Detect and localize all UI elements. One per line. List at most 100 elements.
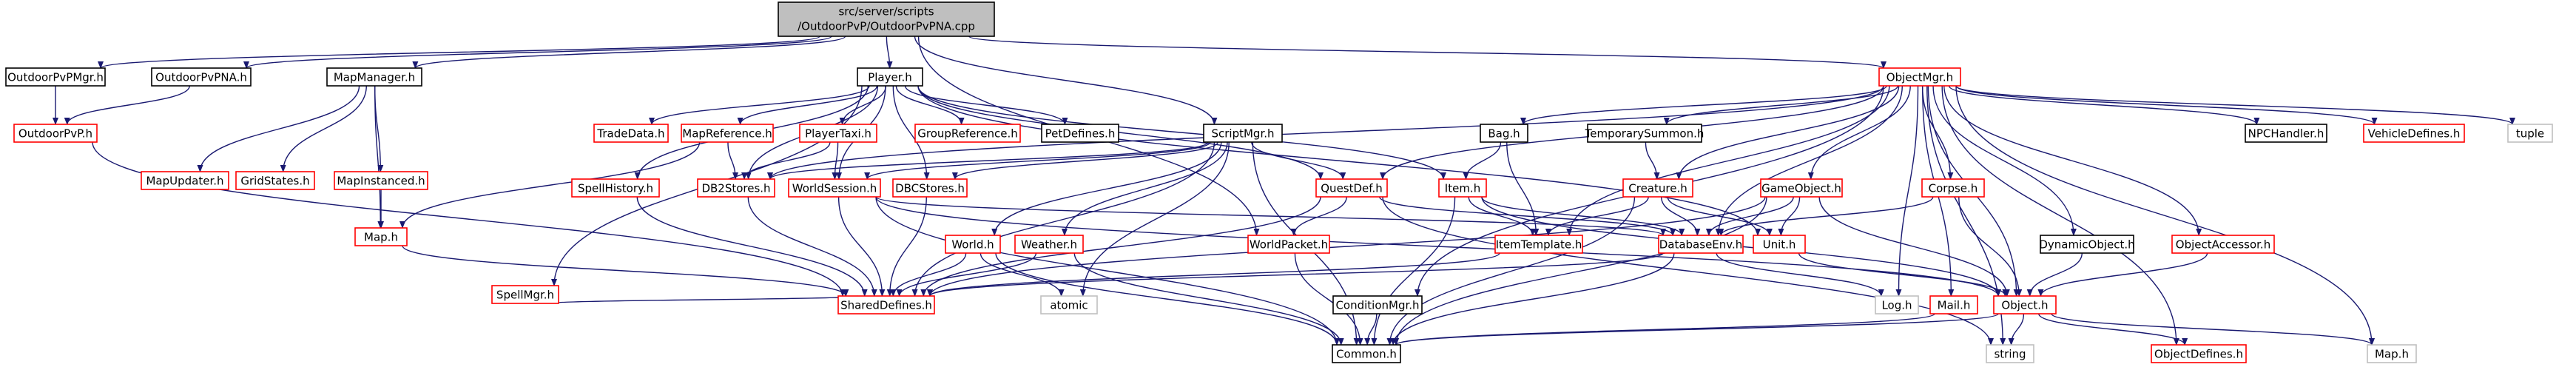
edge-objectmgr_h-to-dynamicobject_h — [1932, 85, 2077, 236]
edge-scriptmgr_h-to-questdef_h — [1251, 141, 1346, 180]
node-label: SharedDefines.h — [840, 299, 932, 312]
node-temporarysummon-h[interactable]: TemporarySummon.h — [1585, 124, 1705, 143]
node-label: NPCHandler.h — [2248, 127, 2324, 141]
node-root[interactable]: src/server/scripts/OutdoorPvP/OutdoorPvP… — [778, 1, 995, 37]
node-label: MapManager.h — [334, 71, 415, 84]
node-mapmanager-h[interactable]: MapManager.h — [326, 67, 422, 87]
node-worldsession-h[interactable]: WorldSession.h — [788, 178, 881, 198]
edge-databaseenv_h-to-common_h — [1390, 252, 1675, 346]
edge-corpse_h-to-databaseenv_h — [1718, 196, 1934, 236]
node-worldpacket-h[interactable]: WorldPacket.h — [1247, 235, 1330, 254]
node-map-h[interactable]: Map.h — [354, 227, 408, 246]
edge-outdoorpvp_h-to-shareddefines_h — [92, 141, 846, 297]
node-item-h[interactable]: Item.h — [1438, 178, 1487, 198]
node-objectdefines-h[interactable]: ObjectDefines.h — [2151, 344, 2247, 363]
node-label: atomic — [1050, 299, 1088, 312]
edge-questdef_h-to-string — [1382, 196, 1994, 346]
node-groupreference-h[interactable]: GroupReference.h — [914, 124, 1021, 143]
node-label: TemporarySummon.h — [1585, 127, 1705, 141]
node-label: tuple — [2516, 127, 2544, 141]
node-outdoorpvpmgr-h[interactable]: OutdoorPvPMgr.h — [5, 67, 106, 87]
node-spellhistory-h[interactable]: SpellHistory.h — [571, 178, 660, 198]
node-creature-h[interactable]: Creature.h — [1622, 178, 1693, 198]
edge-scriptmgr_h-to-worldsession_h — [864, 141, 1211, 180]
node-outdoorpvpna-h[interactable]: OutdoorPvPNA.h — [151, 67, 252, 87]
node-label: DynamicObject.h — [2039, 238, 2134, 252]
node-shareddefines-h[interactable]: SharedDefines.h — [837, 295, 935, 314]
node-npchandler-h[interactable]: NPCHandler.h — [2245, 124, 2327, 143]
node-bag-h[interactable]: Bag.h — [1480, 124, 1528, 143]
edge-player_h-to-unit_h — [917, 85, 1761, 236]
edge-creature_h-to-itemtemplate_h — [1545, 196, 1649, 236]
node-corpse-h[interactable]: Corpse.h — [1921, 178, 1985, 198]
edge-world_h-to-common_h — [995, 252, 1340, 346]
node-label: DatabaseEnv.h — [1659, 238, 1743, 252]
edge-objectmgr_h-to-creature_h — [1676, 85, 1900, 180]
edge-object_h-to-string — [2008, 313, 2025, 346]
node-playertaxi-h[interactable]: PlayerTaxi.h — [799, 124, 877, 143]
node-label: Item.h — [1445, 182, 1480, 195]
node-unit-h[interactable]: Unit.h — [1753, 235, 1806, 254]
edge-mapmanager_h-to-mapupdater_h — [197, 85, 360, 172]
root-label-line: src/server/scripts — [838, 5, 934, 18]
node-outdoorpvp-h[interactable]: OutdoorPvP.h — [13, 124, 98, 143]
edge-mapmanager_h-to-gridstates_h — [280, 85, 367, 172]
node-questdef-h[interactable]: QuestDef.h — [1315, 178, 1388, 198]
edge-worldsession_h-to-common_h — [875, 196, 1340, 346]
node-conditionmgr-h[interactable]: ConditionMgr.h — [1332, 295, 1423, 314]
node-label: Log.h — [1881, 299, 1912, 312]
node-player-h[interactable]: Player.h — [857, 67, 923, 87]
edge-objectmgr_h-to-temporarysummon_h — [1663, 85, 1898, 125]
edge-mapreference_h-to-db2stores_h — [727, 141, 739, 180]
node-common-h[interactable]: Common.h — [1332, 344, 1401, 363]
edge-player_h-to-groupreference_h — [895, 85, 965, 125]
node-mapinstanced-h[interactable]: MapInstanced.h — [334, 171, 428, 190]
node-world-h[interactable]: World.h — [945, 235, 1001, 254]
edge-objectmgr_h-to-corpse_h — [1921, 85, 1954, 180]
node-spellmgr-h[interactable]: SpellMgr.h — [491, 285, 559, 304]
node-gameobject-h[interactable]: GameObject.h — [1760, 178, 1843, 198]
node-objectmgr-h[interactable]: ObjectMgr.h — [1878, 67, 1961, 87]
edge-scriptmgr_h-to-weather_h — [1061, 141, 1228, 236]
node-objectaccessor-h[interactable]: ObjectAccessor.h — [2171, 235, 2275, 254]
node-label: PlayerTaxi.h — [805, 127, 871, 141]
node-itemtemplate-h[interactable]: ItemTemplate.h — [1494, 235, 1583, 254]
node-label: Map.h — [364, 231, 398, 244]
edge-worldsession_h-to-object_h — [875, 196, 2001, 297]
node-databaseenv-h[interactable]: DatabaseEnv.h — [1658, 235, 1744, 254]
node-mapupdater-h[interactable]: MapUpdater.h — [141, 171, 229, 190]
edge-gameobject_h-to-shareddefines_h — [927, 196, 1766, 297]
node-mapreference-h[interactable]: MapReference.h — [681, 124, 774, 143]
edge-objectmgr_h-to-npchandler_h — [1948, 85, 2260, 125]
edge-spellhistory_h-to-shareddefines_h — [636, 196, 868, 297]
node-db2stores-h[interactable]: DB2Stores.h — [697, 178, 775, 198]
edge-gameobject_h-to-object_h — [1818, 196, 2010, 297]
node-scriptmgr-h[interactable]: ScriptMgr.h — [1203, 124, 1283, 143]
node-tradedata-h[interactable]: TradeData.h — [593, 124, 669, 143]
dependency-nodes: src/server/scripts/OutdoorPvP/OutdoorPvP… — [5, 1, 2553, 363]
edge-objectmgr_h-to-map_h_std — [1955, 85, 2375, 346]
edge-objectaccessor_h-to-object_h — [2037, 252, 2208, 297]
node-object-h[interactable]: Object.h — [1993, 295, 2057, 314]
edge-creature_h-to-common_h — [1386, 196, 1636, 346]
node-atomic: atomic — [1040, 295, 1098, 314]
edge-questdef_h-to-databaseenv_h — [1379, 196, 1676, 236]
node-mail-h[interactable]: Mail.h — [1929, 295, 1978, 314]
node-label: ItemTemplate.h — [1496, 238, 1582, 252]
node-label: OutdoorPvP.h — [18, 127, 92, 141]
node-label: VehicleDefines.h — [2368, 127, 2461, 141]
node-label: GameObject.h — [1761, 182, 1841, 195]
edge-spellmgr_h-to-shareddefines_h — [553, 295, 860, 304]
edge-player_h-to-mapreference_h — [737, 85, 878, 125]
edge-object_h-to-objectdefines_h — [2038, 313, 2188, 346]
node-vehicledefines-h[interactable]: VehicleDefines.h — [2363, 124, 2465, 143]
node-dynamicobject-h[interactable]: DynamicObject.h — [2039, 235, 2135, 254]
edge-weather_h-to-shareddefines_h — [896, 252, 1037, 297]
node-weather-h[interactable]: Weather.h — [1014, 235, 1084, 254]
node-label: Map.h — [2375, 348, 2409, 361]
node-gridstates-h[interactable]: GridStates.h — [235, 171, 315, 190]
node-petdefines-h[interactable]: PetDefines.h — [1041, 124, 1119, 143]
node-label: QuestDef.h — [1321, 182, 1382, 195]
node-label: SpellHistory.h — [578, 182, 653, 195]
node-dbcstores-h[interactable]: DBCStores.h — [892, 178, 968, 198]
